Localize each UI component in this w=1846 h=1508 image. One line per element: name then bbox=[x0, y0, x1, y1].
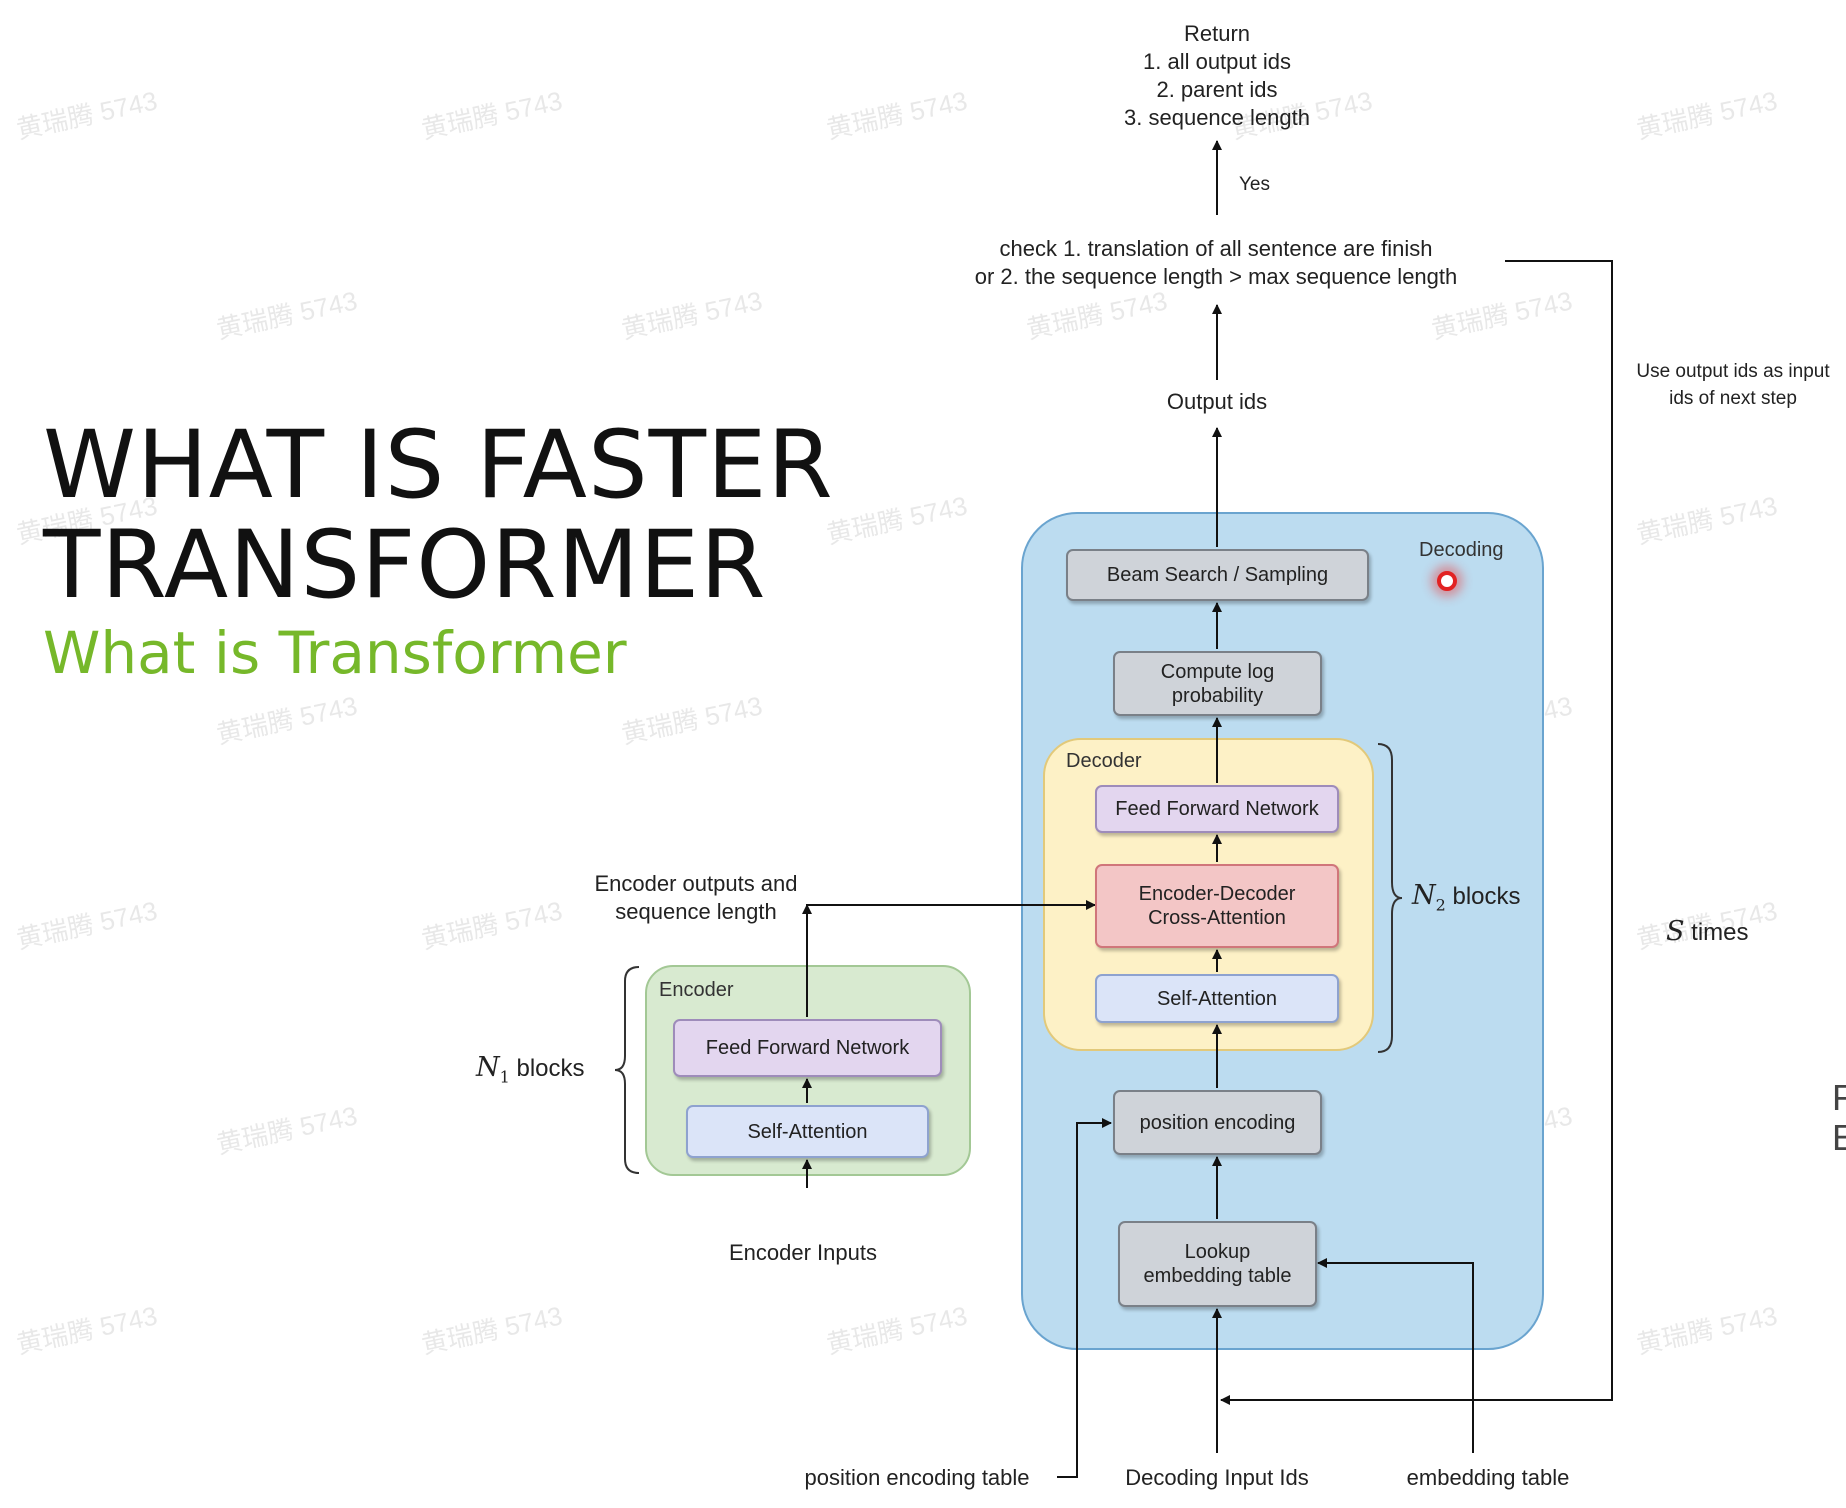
n1-variable: N1 bbox=[476, 1052, 510, 1087]
return-item: 3. sequence length bbox=[1124, 105, 1310, 130]
loop-note: Use output ids as input ids of next step bbox=[1618, 358, 1846, 412]
s-times-suffix: times bbox=[1691, 919, 1749, 946]
slide-title: WHAT IS FASTER TRANSFORMER bbox=[43, 416, 834, 616]
cross-attention-box: Encoder-Decoder Cross-Attention bbox=[1095, 864, 1339, 948]
decoder-label: Decoder bbox=[1066, 750, 1142, 772]
encoder-self-attention-box: Self-Attention bbox=[686, 1105, 929, 1158]
lookup-line: embedding table bbox=[1143, 1265, 1292, 1287]
output-ids-label: Output ids bbox=[1166, 389, 1268, 414]
encoder-outputs-line: Encoder outputs and bbox=[594, 871, 798, 896]
s-times-label: S times bbox=[1666, 918, 1749, 947]
return-block: Return 1. all output ids 2. parent ids 3… bbox=[1067, 20, 1367, 132]
termination-check: check 1. translation of all sentence are… bbox=[936, 235, 1496, 291]
position-encoding-table-label: position encoding table bbox=[804, 1465, 1030, 1490]
n2-suffix: blocks bbox=[1452, 883, 1521, 910]
s-variable: S bbox=[1666, 916, 1685, 947]
loop-note-line: ids of next step bbox=[1669, 388, 1797, 409]
edge-text: F E bbox=[1832, 1078, 1846, 1158]
decoding-input-ids-label: Decoding Input Ids bbox=[1125, 1465, 1309, 1490]
encoder-outputs-label: Encoder outputs and sequence length bbox=[561, 870, 831, 926]
compute-log-line: Compute log bbox=[1160, 660, 1275, 683]
decoder-ffn-box: Feed Forward Network bbox=[1095, 785, 1339, 833]
n2-variable: N2 bbox=[1412, 880, 1446, 915]
slide-title-line-2: TRANSFORMER bbox=[43, 511, 767, 620]
return-item: 2. parent ids bbox=[1156, 77, 1278, 102]
beam-search-box: Beam Search / Sampling bbox=[1066, 549, 1369, 601]
edge-text-line: F bbox=[1832, 1077, 1846, 1118]
check-line: or 2. the sequence length > max sequence… bbox=[974, 264, 1458, 289]
embedding-table-label: embedding table bbox=[1406, 1465, 1570, 1490]
position-encoding-box: position encoding bbox=[1113, 1090, 1322, 1155]
return-item: 1. all output ids bbox=[1143, 49, 1291, 74]
yes-label: Yes bbox=[1239, 174, 1270, 195]
slide-title-line-1: WHAT IS FASTER bbox=[43, 411, 834, 520]
compute-log-line: probability bbox=[1171, 684, 1264, 707]
n1-blocks-label: N1 blocks bbox=[476, 1054, 585, 1091]
encoder-inputs-label: Encoder Inputs bbox=[729, 1240, 877, 1265]
lookup-line: Lookup bbox=[1184, 1241, 1251, 1263]
encoder-label: Encoder bbox=[659, 979, 734, 1001]
n1-suffix: blocks bbox=[516, 1055, 585, 1082]
n2-blocks-label: N2 blocks bbox=[1412, 882, 1521, 919]
decoding-label: Decoding bbox=[1419, 539, 1504, 561]
compute-log-probability-box: Compute log probability bbox=[1113, 651, 1322, 716]
decoder-self-attention-box: Self-Attention bbox=[1095, 974, 1339, 1023]
edge-text-line: E bbox=[1832, 1117, 1846, 1158]
slide-subtitle: What is Transformer bbox=[43, 619, 627, 687]
cross-attention-line: Encoder-Decoder bbox=[1138, 883, 1296, 905]
encoder-outputs-line: sequence length bbox=[615, 899, 777, 924]
lookup-embedding-box: Lookup embedding table bbox=[1118, 1221, 1317, 1307]
red-marker bbox=[1437, 571, 1457, 591]
encoder-ffn-box: Feed Forward Network bbox=[673, 1019, 942, 1077]
cross-attention-line: Cross-Attention bbox=[1148, 907, 1286, 929]
n2-brace bbox=[1377, 743, 1403, 1053]
check-line: check 1. translation of all sentence are… bbox=[999, 236, 1433, 261]
return-title: Return bbox=[1183, 21, 1251, 46]
loop-note-line: Use output ids as input bbox=[1636, 361, 1830, 382]
n1-brace bbox=[614, 966, 640, 1174]
